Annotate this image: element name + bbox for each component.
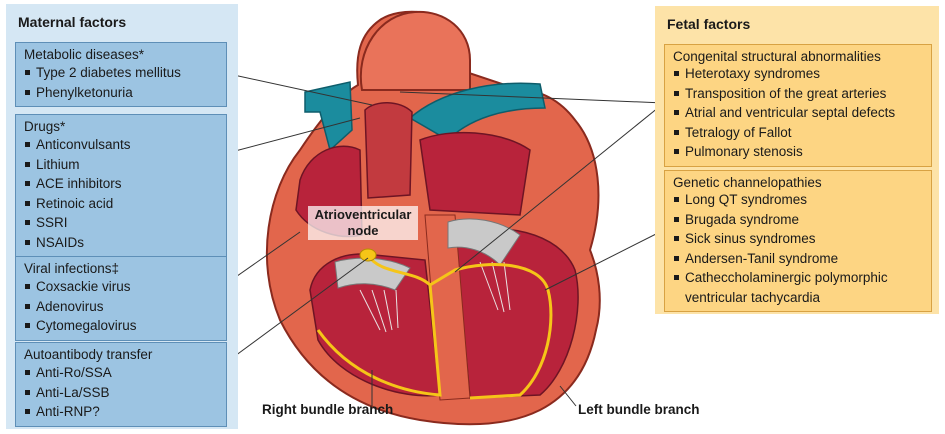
- bullet-icon: [25, 201, 30, 206]
- congenital-abnormalities-box: Congenital structural abnormalities Hete…: [664, 44, 932, 167]
- bullet-icon: [25, 142, 30, 147]
- bullet-icon: [674, 275, 679, 280]
- bullet-icon: [674, 256, 679, 261]
- list-item: Phenylketonuria: [24, 83, 218, 103]
- list-item: NSAIDs: [24, 233, 218, 253]
- group-heading: Autoantibody transfer: [24, 347, 218, 362]
- list-item: Atrial and ventricular septal defects: [673, 103, 923, 123]
- bullet-icon: [25, 181, 30, 186]
- list-item: Cytomegalovirus: [24, 316, 218, 336]
- viral-infections-box: Viral infections‡ Coxsackie virus Adenov…: [15, 256, 227, 341]
- genetic-channelopathies-box: Genetic channelopathies Long QT syndrome…: [664, 170, 932, 312]
- list-item: Anticonvulsants: [24, 135, 218, 155]
- list-item: Transposition of the great arteries: [673, 84, 923, 104]
- fetal-factors-title: Fetal factors: [667, 16, 750, 32]
- av-node-label: Atrioventricular node: [308, 206, 418, 240]
- bullet-icon: [25, 409, 30, 414]
- bullet-icon: [25, 162, 30, 167]
- bullet-icon: [674, 197, 679, 202]
- list-item: SSRI: [24, 213, 218, 233]
- autoantibody-transfer-box: Autoantibody transfer Anti-Ro/SSA Anti-L…: [15, 342, 227, 427]
- right-bundle-branch-label: Right bundle branch: [262, 402, 393, 417]
- bullet-icon: [674, 149, 679, 154]
- bullet-icon: [674, 130, 679, 135]
- list-item: Long QT syndromes: [673, 190, 923, 210]
- superior-vena-cava: [365, 103, 412, 198]
- bullet-icon: [674, 236, 679, 241]
- list-item: Sick sinus syndromes: [673, 229, 923, 249]
- bullet-icon: [25, 240, 30, 245]
- list-item: ACE inhibitors: [24, 174, 218, 194]
- bullet-icon: [25, 284, 30, 289]
- maternal-factors-panel: Maternal factors Metabolic diseases* Typ…: [6, 4, 238, 429]
- list-item: Adenovirus: [24, 297, 218, 317]
- group-heading: Metabolic diseases*: [24, 47, 218, 62]
- list-item: Anti-Ro/SSA: [24, 363, 218, 383]
- bullet-icon: [674, 110, 679, 115]
- list-item: Brugada syndrome: [673, 210, 923, 230]
- bullet-icon: [25, 90, 30, 95]
- metabolic-diseases-box: Metabolic diseases* Type 2 diabetes mell…: [15, 42, 227, 107]
- list-item: Coxsackie virus: [24, 277, 218, 297]
- list-item: Type 2 diabetes mellitus: [24, 63, 218, 83]
- bullet-icon: [25, 390, 30, 395]
- left-bundle-branch-label: Left bundle branch: [578, 402, 700, 417]
- drugs-box: Drugs* Anticonvulsants Lithium ACE inhib…: [15, 114, 227, 257]
- maternal-factors-title: Maternal factors: [18, 14, 126, 30]
- group-heading: Viral infections‡: [24, 261, 218, 276]
- bullet-icon: [25, 370, 30, 375]
- left-atrium: [420, 133, 530, 215]
- list-item: Andersen-Tanil syndrome: [673, 249, 923, 269]
- av-node-marker: [360, 249, 376, 261]
- group-heading: Genetic channelopathies: [673, 175, 923, 190]
- bullet-icon: [25, 323, 30, 328]
- bullet-icon: [674, 217, 679, 222]
- list-item: Anti-RNP?: [24, 402, 218, 422]
- bullet-icon: [674, 91, 679, 96]
- group-heading: Drugs*: [24, 119, 218, 134]
- bullet-icon: [25, 70, 30, 75]
- list-item: Tetralogy of Fallot: [673, 123, 923, 143]
- list-item: Retinoic acid: [24, 194, 218, 214]
- bullet-icon: [25, 220, 30, 225]
- group-heading: Congenital structural abnormalities: [673, 49, 923, 64]
- list-item: Anti-La/SSB: [24, 383, 218, 403]
- bullet-icon: [674, 71, 679, 76]
- fetal-factors-panel: Fetal factors Congenital structural abno…: [655, 6, 939, 314]
- list-item: Lithium: [24, 155, 218, 175]
- bullet-icon: [25, 304, 30, 309]
- list-item: Heterotaxy syndromes: [673, 64, 923, 84]
- list-item: Catheccholaminergic polymorphic ventricu…: [673, 268, 923, 307]
- list-item: Pulmonary stenosis: [673, 142, 923, 162]
